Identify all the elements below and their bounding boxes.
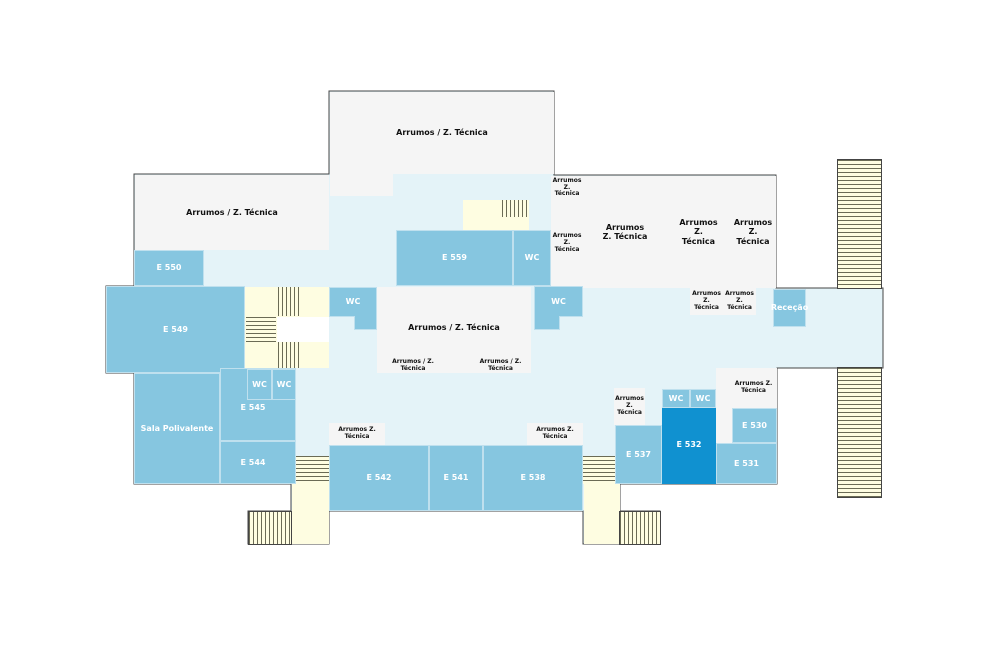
room-wc[interactable]: WC [534, 286, 583, 317]
room-e559[interactable]: E 559 [396, 230, 513, 286]
room-arrumos[interactable]: Arrumos Z. Técnica [716, 368, 777, 408]
room-sala-polivalente[interactable]: Sala Polivalente [134, 373, 220, 484]
room-arrumos-top[interactable]: Arrumos / Z. Técnica [330, 92, 554, 174]
stairs-steps [502, 200, 529, 217]
room-rececao[interactable]: Receção [771, 289, 808, 327]
room-e549[interactable]: E 549 [106, 286, 245, 373]
storage-area [716, 408, 732, 443]
stairs [584, 484, 620, 544]
room-wc[interactable]: WC [690, 389, 716, 408]
room-wc[interactable]: WC [272, 369, 296, 400]
room-arrumos-small[interactable]: Arrumos Z. Técnica [551, 176, 583, 200]
room-arrumos[interactable]: Arrumos Z. Técnica [329, 423, 385, 445]
room-arrumos[interactable]: Arrumos Z. Técnica [527, 423, 583, 445]
room-e532-selected[interactable]: E 532 [662, 408, 716, 484]
room-e550[interactable]: E 550 [134, 250, 204, 286]
room-wc[interactable]: WC [662, 389, 690, 408]
room-wc[interactable]: WC [329, 287, 377, 317]
room-arrumos-left[interactable]: Arrumos / Z. Técnica [135, 175, 329, 250]
stairs-steps [583, 456, 615, 484]
stairs-steps [248, 511, 292, 545]
storage-area [330, 174, 393, 196]
room-arrumos-mid-left[interactable]: Arrumos / Z. Técnica [383, 358, 443, 373]
room-e541[interactable]: E 541 [429, 445, 483, 511]
stairs-steps [619, 511, 661, 545]
stairs-steps [296, 456, 329, 484]
room-wc-extension [534, 316, 560, 330]
room-e544[interactable]: E 544 [220, 441, 296, 484]
room-arrumos[interactable]: Arrumos Z. Técnica [667, 176, 730, 288]
stairs-steps [246, 317, 276, 342]
void [277, 317, 329, 342]
stairs [292, 484, 329, 544]
room-arrumos[interactable]: Arrumos Z. Técnica [723, 288, 756, 315]
stairs-right-bottom [837, 367, 882, 498]
room-e530[interactable]: E 530 [732, 408, 777, 443]
room-e542[interactable]: E 542 [329, 445, 429, 511]
room-wc[interactable]: WC [247, 369, 272, 400]
room-e531[interactable]: E 531 [716, 443, 777, 484]
room-e538[interactable]: E 538 [483, 445, 583, 511]
room-arrumos-mid-right[interactable]: Arrumos / Z. Técnica [470, 358, 531, 373]
room-arrumos-small[interactable]: Arrumos Z. Técnica [551, 200, 583, 287]
stairs-right-top [837, 159, 882, 289]
room-wc-extension [354, 316, 377, 330]
room-wc[interactable]: WC [513, 230, 551, 286]
room-arrumos[interactable]: Arrumos Z. Técnica [583, 176, 667, 288]
room-arrumos[interactable]: Arrumos Z. Técnica [614, 388, 645, 425]
room-arrumos[interactable]: Arrumos Z. Técnica [690, 288, 723, 315]
room-e537[interactable]: E 537 [615, 425, 662, 484]
room-arrumos[interactable]: Arrumos Z. Técnica [730, 176, 776, 288]
stairs-steps [278, 287, 302, 316]
stairs-steps [278, 342, 302, 368]
